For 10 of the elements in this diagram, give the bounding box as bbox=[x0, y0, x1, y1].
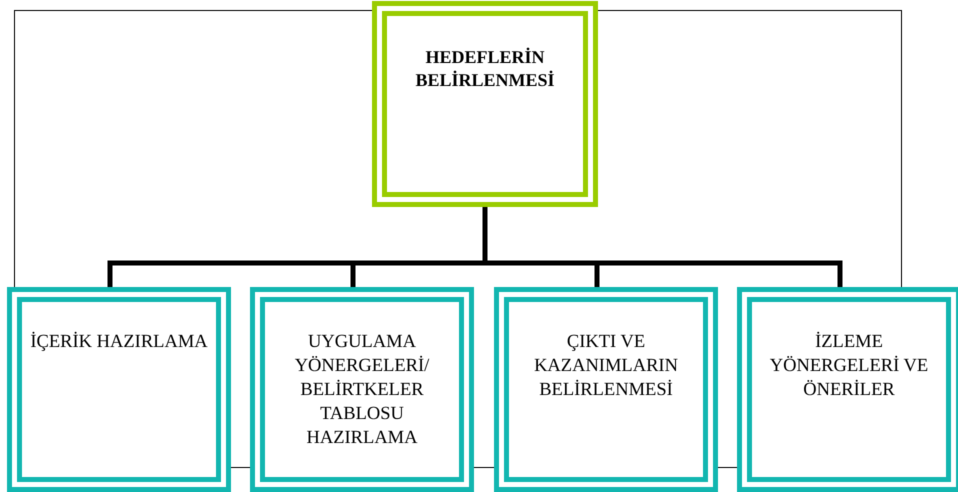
process-box bbox=[250, 287, 474, 492]
process-box bbox=[737, 287, 958, 492]
process-box bbox=[494, 287, 718, 492]
box-label: İÇERİK HAZIRLAMA bbox=[29, 330, 209, 354]
box-label: HEDEFLERİN BELİRLENMESİ bbox=[414, 46, 556, 92]
box-label: UYGULAMA YÖNERGELERİ/ BELİRTKELER TABLOSU HAZIRLAMA bbox=[294, 331, 430, 450]
box-label: ÇIKTI VE KAZANIMLARIN BELİRLENMESİ bbox=[533, 331, 679, 402]
process-box bbox=[7, 287, 231, 492]
process-box bbox=[372, 1, 598, 207]
box-label: İZLEME YÖNERGELERİ VE ÖNERİLER bbox=[768, 330, 930, 402]
